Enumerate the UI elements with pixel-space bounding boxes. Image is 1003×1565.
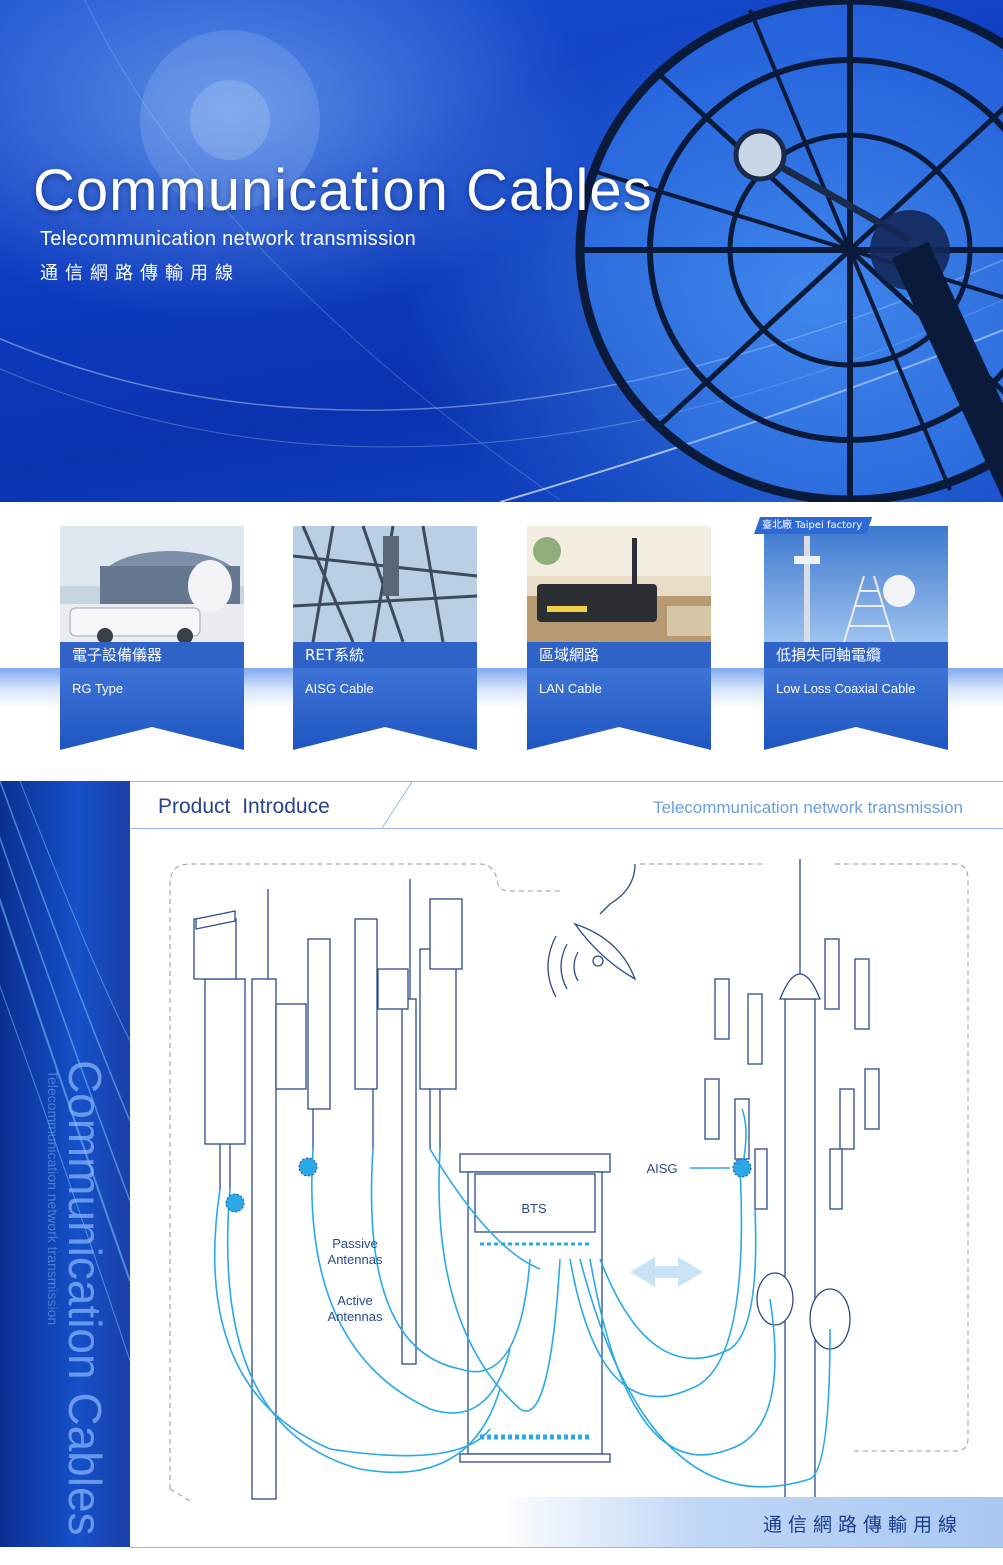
product-label-en: LAN Cable (527, 668, 711, 750)
hero-subtitle: Telecommunication network transmission (40, 228, 416, 250)
double-arrow-icon (630, 1257, 703, 1287)
signal-wave-icon (547, 863, 636, 998)
microwave-dish-icon (573, 922, 637, 981)
hero-subtitle-zh: 通信網路傳輸用線 (40, 263, 240, 284)
side-panel (0, 781, 130, 1547)
product-card-low-loss-coaxial[interactable]: 低損失同軸電纜 Low Loss Coaxial Cable (764, 526, 948, 750)
header-slash (381, 781, 413, 829)
product-card-lan-cable[interactable]: 區域網路 LAN Cable (527, 526, 711, 750)
router-photo (527, 526, 711, 642)
bts-ports (480, 1242, 590, 1440)
product-label-en: AISG Cable (293, 668, 477, 750)
hero-title: Communication Cables (33, 158, 653, 223)
product-label-en: RG Type (60, 668, 244, 750)
steel-tower-photo (293, 526, 477, 642)
footer-band (498, 1497, 1003, 1547)
active-antenna-tower-right (704, 859, 880, 1540)
broadcast-van-photo (60, 526, 244, 642)
product-label-en: Low Loss Coaxial Cable (764, 668, 948, 750)
bts-cabinet (459, 1153, 611, 1463)
passive-antenna-tower (193, 889, 331, 1500)
network-diagram: Passive Antennas Active Antennas BTS AIS… (169, 859, 969, 1540)
passive-antennas-label: Antennas (328, 1252, 383, 1267)
divider (130, 781, 1003, 782)
divider (130, 828, 1003, 829)
bts-label: BTS (521, 1201, 547, 1216)
product-card-aisg-cable[interactable]: RET系統 AISG Cable (293, 526, 477, 750)
footer-text-zh: 通信網路傳輸用線 (762, 1514, 963, 1536)
passive-antennas-label: Passive (332, 1236, 378, 1251)
factory-tag: 臺北廠 Taipei factory (754, 517, 872, 534)
product-label-zh: 電子設備儀器 (60, 642, 244, 668)
product-label-zh: 低損失同軸電纜 (764, 642, 948, 668)
aisg-connector-icon (225, 1157, 752, 1213)
product-label-zh: RET系統 (293, 642, 477, 668)
light-streak-decoration (0, 781, 130, 1362)
active-antennas-label: Antennas (328, 1309, 383, 1324)
side-subtitle: Telecommunication network transmission (45, 1070, 61, 1326)
intro-title: Product Introduce (158, 795, 330, 818)
dashed-frame (169, 863, 969, 1502)
aisg-label: AISG (646, 1161, 677, 1176)
active-antennas-label: Active (337, 1293, 372, 1308)
active-antenna-tower (354, 879, 463, 1365)
cell-tower-photo (764, 526, 948, 642)
product-card-rg-type[interactable]: 電子設備儀器 RG Type (60, 526, 244, 750)
cable-lines (213, 1108, 831, 1488)
product-label-zh: 區域網路 (527, 642, 711, 668)
hero-banner: Communication Cables Telecommunication n… (0, 0, 1003, 502)
side-title: Communication Cables (59, 1060, 111, 1536)
divider (130, 1547, 1003, 1548)
satellite-dish-illustration (0, 0, 1003, 502)
intro-subtitle: Telecommunication network transmission (653, 798, 963, 817)
